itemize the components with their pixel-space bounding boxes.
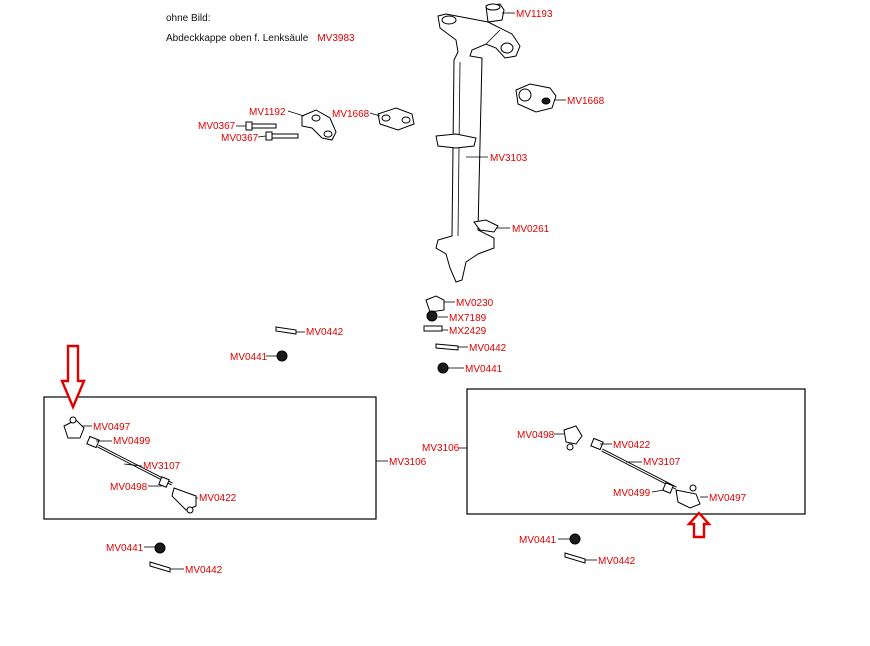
left-tie-rod-box xyxy=(43,396,377,520)
label-mx2429: MX2429 xyxy=(449,326,487,337)
label-right-mv3107: MV3107 xyxy=(643,457,681,468)
note-item-text: Abdeckkappe oben f. Lenksäule xyxy=(166,33,309,44)
upper-left-hardware-parts xyxy=(275,326,297,362)
label-mv0442-center: MV0442 xyxy=(469,343,507,354)
label-mv3103: MV3103 xyxy=(490,153,528,164)
label-mv0261: MV0261 xyxy=(512,224,550,235)
note-item: Abdeckkappe oben f. Lenksäule MV3983 xyxy=(166,33,355,44)
clamp-bracket-part xyxy=(377,107,415,131)
label-mv0230: MV0230 xyxy=(456,298,494,309)
note-item-code: MV3983 xyxy=(317,33,355,44)
label-mv0442-lower-left: MV0442 xyxy=(185,565,223,576)
mounting-bracket-part xyxy=(301,109,337,141)
bearing-block-part xyxy=(515,83,557,113)
lower-hardware-parts xyxy=(149,533,586,573)
right-tie-rod-box xyxy=(466,388,806,515)
label-left-mv0497: MV0497 xyxy=(93,422,131,433)
label-mx7189: MX7189 xyxy=(449,313,487,324)
center-hardware-parts xyxy=(423,295,459,374)
bushing-part xyxy=(485,3,505,23)
label-right-mv0422: MV0422 xyxy=(613,440,651,451)
label-mv0367-a: MV0367 xyxy=(198,121,236,132)
note-heading: ohne Bild: xyxy=(166,13,211,24)
label-mv0441-upper-left: MV0441 xyxy=(230,352,268,363)
label-left-mv0498: MV0498 xyxy=(110,482,148,493)
label-mv0367-b: MV0367 xyxy=(221,133,259,144)
screw-parts xyxy=(245,121,299,141)
label-mv1193: MV1193 xyxy=(516,9,553,20)
leader-lines xyxy=(82,12,708,570)
steering-column-part xyxy=(435,13,521,283)
label-mv0441-lower-left: MV0441 xyxy=(106,543,144,554)
down-arrow-icon xyxy=(60,344,86,411)
label-mv3106-left: MV3106 xyxy=(389,457,427,468)
right-tie-rod-part xyxy=(563,425,701,509)
label-mv0442-lower-right: MV0442 xyxy=(598,556,636,567)
label-mv1668-bearing: MV1668 xyxy=(567,96,605,107)
label-right-mv0499: MV0499 xyxy=(613,488,651,499)
label-mv1668-bracket: MV1668 xyxy=(332,109,370,120)
label-left-mv0499: MV0499 xyxy=(113,436,151,447)
label-mv0441-center: MV0441 xyxy=(465,364,503,375)
label-mv3106-right: MV3106 xyxy=(422,443,460,454)
label-left-mv3107: MV3107 xyxy=(143,461,181,472)
label-mv1192: MV1192 xyxy=(249,107,286,118)
up-arrow-icon xyxy=(686,511,712,539)
label-mv0442-upper-left: MV0442 xyxy=(306,327,344,338)
label-right-mv0498: MV0498 xyxy=(517,430,555,441)
label-left-mv0422: MV0422 xyxy=(199,493,237,504)
label-mv0441-lower-right: MV0441 xyxy=(519,535,557,546)
clip-part xyxy=(473,219,499,233)
label-right-mv0497: MV0497 xyxy=(709,493,747,504)
part-labels: MV1193 MV1668 MV1192 MV1668 MV0367 MV036… xyxy=(93,9,747,576)
